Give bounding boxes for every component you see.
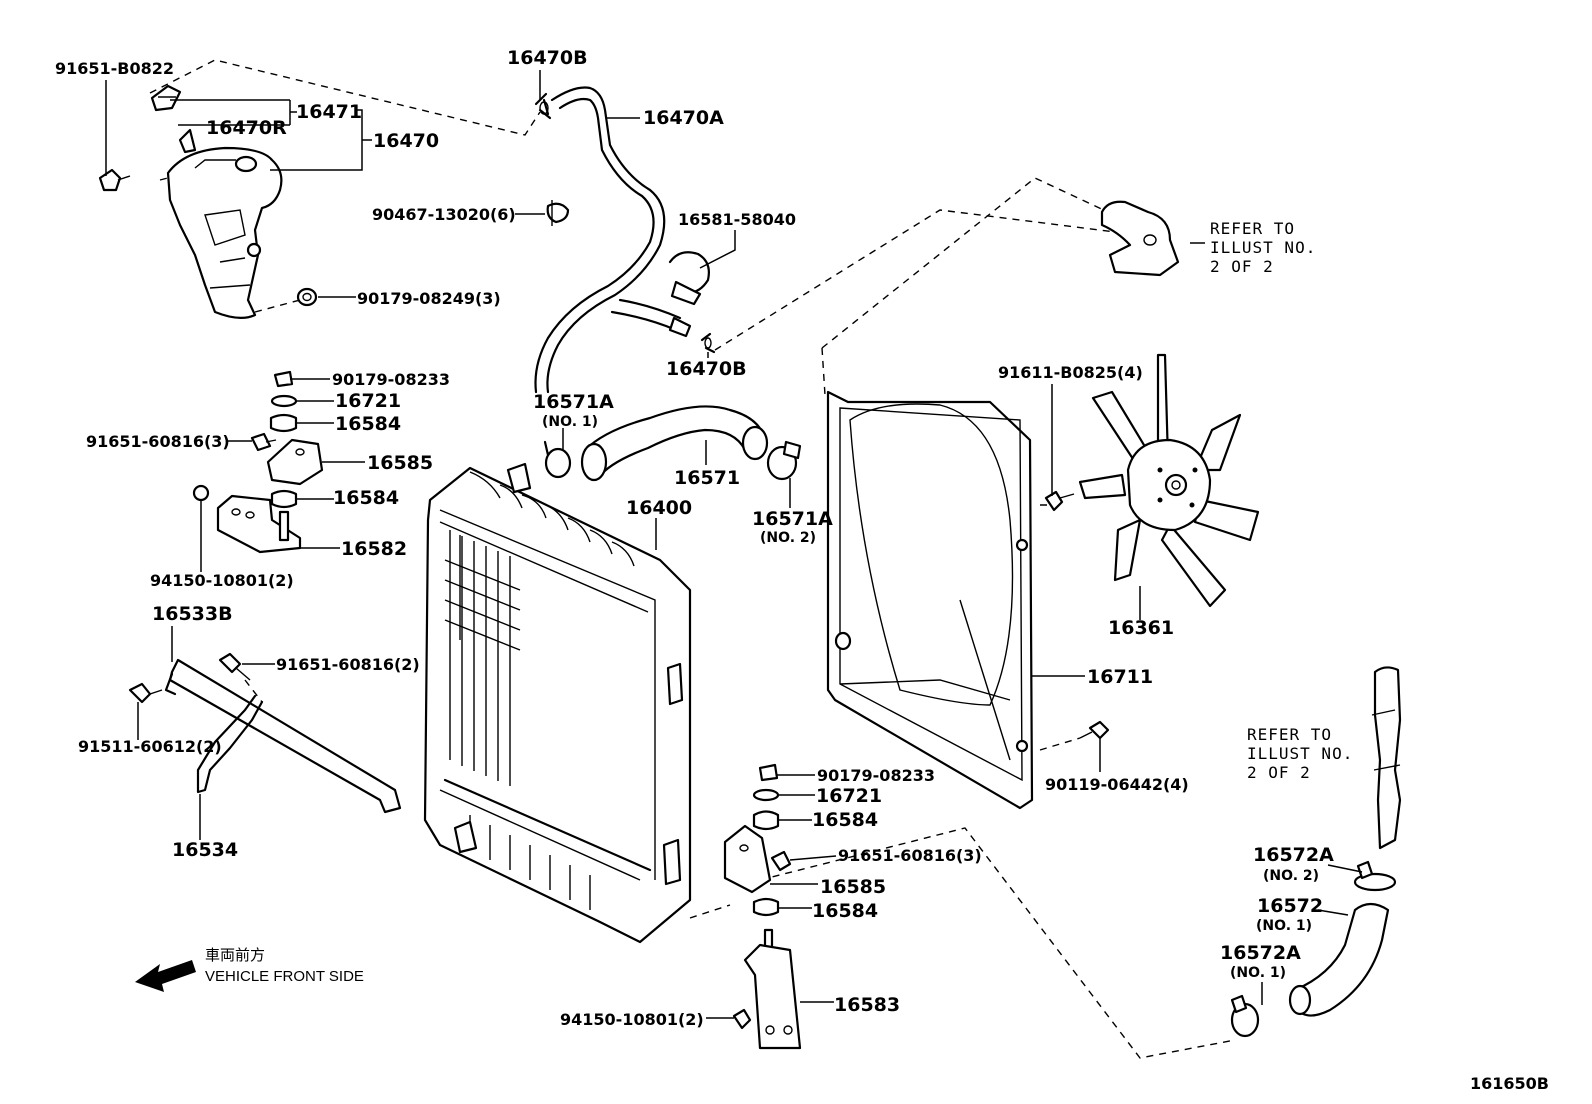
label-90467-13020: 90467-13020(6) (372, 205, 516, 224)
label-16572a-no1-sub: (NO. 1) (1230, 965, 1286, 981)
label-16470b-top: 16470B (507, 47, 588, 69)
refer-note-bottom-line3: 2 OF 2 (1247, 763, 1311, 782)
support-left-bracket-16582 (192, 484, 302, 554)
label-16571: 16571 (674, 467, 740, 489)
label-94150-10801-left: 94150-10801(2) (150, 571, 294, 590)
label-16571a-no2: 16571A (752, 508, 833, 530)
label-16584-left-2: 16584 (333, 487, 399, 509)
label-16572: 16572 (1257, 895, 1323, 917)
lower-hose-16572 (1288, 902, 1390, 1017)
refer-note-top-line2: ILLUST NO. (1210, 238, 1316, 257)
label-16711: 16711 (1087, 666, 1153, 688)
label-90179-08233-left: 90179-08233 (332, 370, 450, 389)
label-16583: 16583 (834, 994, 900, 1016)
reservoir-cap (150, 84, 182, 112)
label-16572a-no2-sub: (NO. 2) (1263, 868, 1319, 884)
label-16571a-no2-sub: (NO. 2) (760, 530, 816, 546)
label-16471: 16471 (296, 101, 362, 123)
hose-clamp-16571a-no1 (543, 440, 572, 479)
refer-note-bottom: REFER TO ILLUST NO. 2 OF 2 (1247, 725, 1353, 782)
hose-clamp-16571a-no2 (766, 440, 802, 481)
radiator (423, 462, 692, 944)
label-91651-60816-3-left: 91651-60816(3) (86, 432, 230, 451)
label-16585-left: 16585 (367, 452, 433, 474)
refer-note-bottom-line2: ILLUST NO. (1247, 744, 1353, 763)
refer-note-top-line1: REFER TO (1210, 219, 1295, 238)
support-left-stack (250, 370, 324, 509)
front-note-english: VEHICLE FRONT SIDE (205, 968, 364, 985)
label-16571a-no1: 16571A (533, 391, 614, 413)
front-note-japanese: 車両前方 (205, 947, 265, 964)
label-16470r: 16470R (206, 117, 287, 139)
cooling-fan (1078, 353, 1260, 608)
label-16581-58040: 16581-58040 (678, 210, 796, 229)
label-16534: 16534 (172, 839, 238, 861)
radiator-top-tank (469, 462, 635, 567)
radiator-core (444, 530, 521, 786)
label-16582: 16582 (341, 538, 407, 560)
label-94150-10801-right: 94150-10801(2) (560, 1010, 704, 1029)
shroud-bolt (1079, 720, 1110, 740)
fan-bolt (1044, 490, 1075, 512)
upper-radiator-hose (580, 405, 769, 482)
part-labels: 91651-B0822 16470B 16471 16470R 16470 16… (55, 47, 1334, 1029)
label-16721-right: 16721 (816, 785, 882, 807)
label-16572-sub: (NO. 1) (1256, 918, 1312, 934)
stay-rod (128, 652, 402, 814)
assembly-dashed-lines (149, 59, 1236, 1059)
reservoir-nut (296, 287, 318, 307)
overflow-hose (534, 86, 692, 394)
reservoir-tank (166, 128, 283, 319)
label-16571a-no1-sub: (NO. 1) (542, 414, 598, 430)
hose-clip-top (534, 92, 552, 120)
water-outlet (1100, 200, 1180, 277)
label-16470a: 16470A (643, 107, 724, 129)
label-16572a-no2: 16572A (1253, 844, 1334, 866)
label-90179-08233-right: 90179-08233 (817, 766, 935, 785)
label-90179-08249: 90179-08249(3) (357, 289, 501, 308)
leader-lines (105, 70, 1363, 1019)
label-16470b-mid: 16470B (666, 358, 747, 380)
label-16361: 16361 (1108, 617, 1174, 639)
label-16572a-no1: 16572A (1220, 942, 1301, 964)
radiator-bottom-tank (453, 815, 591, 910)
label-16400: 16400 (626, 497, 692, 519)
refer-note-top: REFER TO ILLUST NO. 2 OF 2 (1210, 219, 1316, 276)
label-16470: 16470 (373, 130, 439, 152)
label-16585-right: 16585 (820, 876, 886, 898)
label-91651-60816-3-right: 91651-60816(3) (838, 846, 982, 865)
drawing-number: 161650B (1470, 1074, 1549, 1093)
fan-shroud (826, 390, 1034, 810)
hose-clamp-90467 (546, 200, 570, 226)
label-16584-left-1: 16584 (335, 413, 401, 435)
vehicle-front-note: 車両前方 VEHICLE FRONT SIDE (135, 947, 364, 992)
label-16584-right-1: 16584 (812, 809, 878, 831)
refer-note-bottom-line1: REFER TO (1247, 725, 1332, 744)
support-right-bracket-16583 (732, 928, 802, 1050)
support-right-stack (723, 763, 792, 917)
hose-clamp-16572a-no1 (1230, 994, 1260, 1038)
reservoir-bolt (98, 168, 131, 192)
label-91611-b0825: 91611-B0825(4) (998, 363, 1143, 382)
label-16721-left: 16721 (335, 390, 401, 412)
hose-clip-mid (700, 332, 716, 354)
label-16584-right-2: 16584 (812, 900, 878, 922)
label-91651-60816-2: 91651-60816(2) (276, 655, 420, 674)
label-91511-60612: 91511-60612(2) (78, 737, 222, 756)
label-90119-06442: 90119-06442(4) (1045, 775, 1189, 794)
label-91651-b0822: 91651-B0822 (55, 59, 174, 78)
arrow-left-icon (135, 960, 196, 992)
label-16533b: 16533B (152, 603, 233, 625)
lower-hose-upper-section (1371, 666, 1402, 850)
hose-clamp-16572a-no2 (1353, 860, 1397, 892)
hose-clamp-16581 (668, 251, 710, 306)
refer-note-top-line3: 2 OF 2 (1210, 257, 1274, 276)
